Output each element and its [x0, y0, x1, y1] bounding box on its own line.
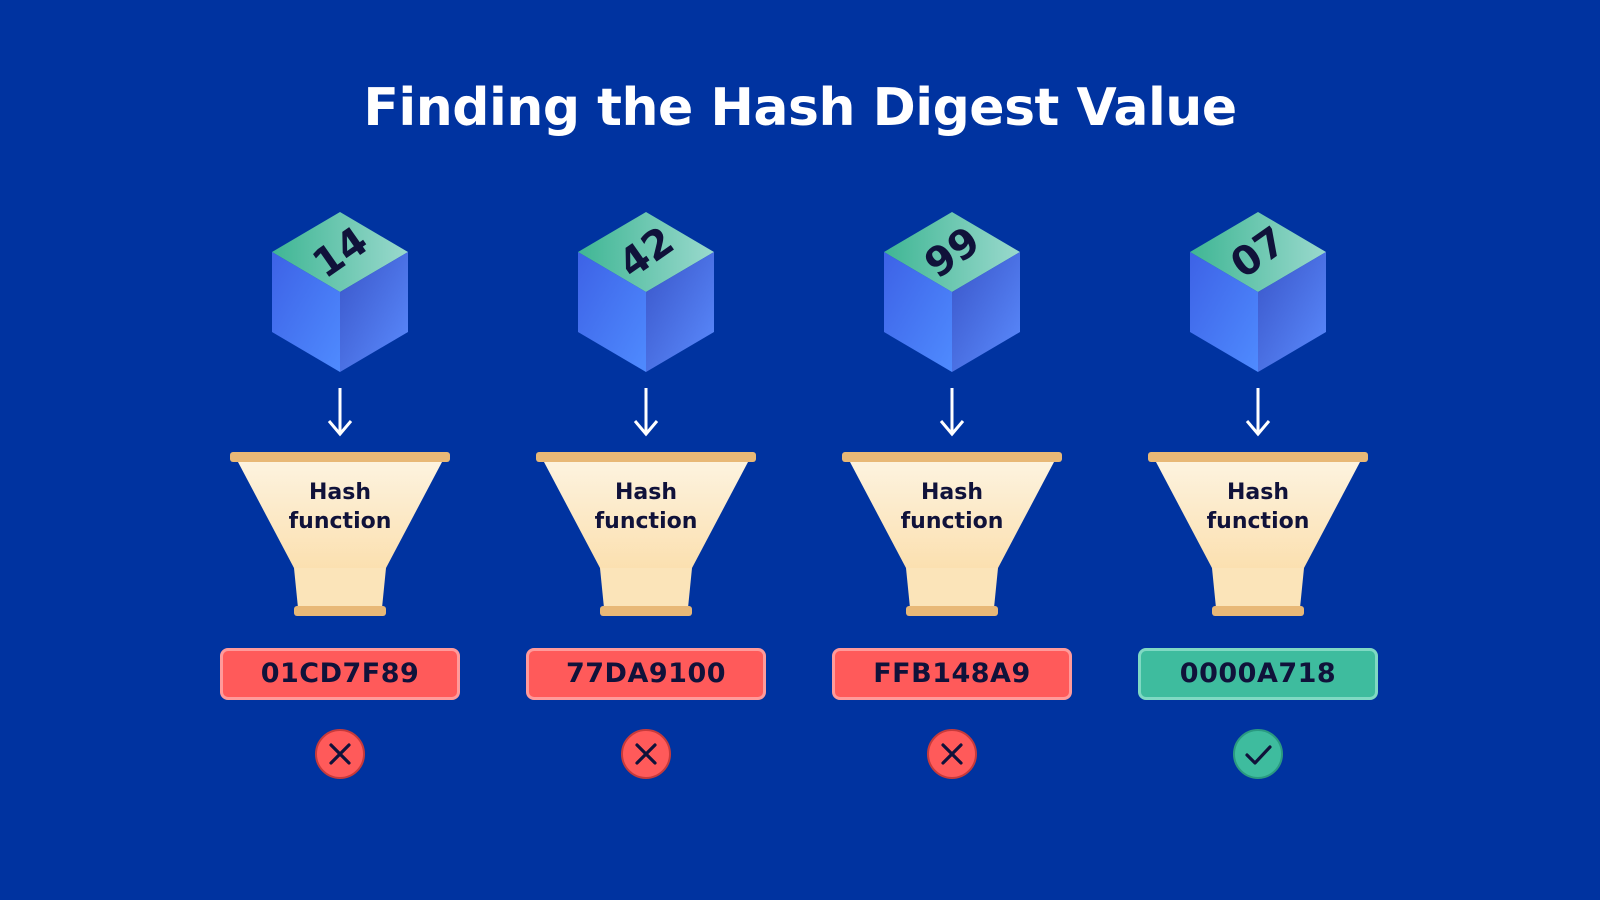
hash-function-label: Hash function	[882, 478, 1022, 536]
hash-function-label-line1: Hash	[920, 480, 983, 505]
funnel-icon	[1148, 452, 1368, 616]
hash-function-label-line2: function	[288, 509, 392, 534]
hash-function-label: Hash function	[270, 478, 410, 536]
hash-function-label-line2: function	[594, 509, 698, 534]
hash-attempt-column: 42 Hash function 77DA9100	[516, 200, 776, 800]
arrow-down-icon	[633, 388, 659, 437]
hash-function-label: Hash function	[576, 478, 716, 536]
hash-attempt-column: 99 Hash function FFB148A9	[822, 200, 1082, 800]
digest-value-invalid: 01CD7F89	[220, 648, 460, 700]
digest-value-valid: 0000A718	[1138, 648, 1378, 700]
hash-function-label-line1: Hash	[308, 480, 371, 505]
block-cube-icon: 14	[272, 212, 408, 372]
funnel-icon	[536, 452, 756, 616]
hash-function-label-line2: function	[900, 509, 1004, 534]
x-icon	[927, 729, 977, 779]
hash-function-label-line2: function	[1206, 509, 1310, 534]
block-cube-icon: 42	[578, 212, 714, 372]
arrow-down-icon	[327, 388, 353, 437]
x-icon	[621, 729, 671, 779]
arrow-down-icon	[939, 388, 965, 437]
block-cube-icon: 99	[884, 212, 1020, 372]
block-cube-icon: 07	[1190, 212, 1326, 372]
digest-value-invalid: 77DA9100	[526, 648, 766, 700]
check-icon	[1233, 729, 1283, 779]
hash-function-label-line1: Hash	[614, 480, 677, 505]
arrow-down-icon	[1245, 388, 1271, 437]
hash-attempt-column: 14 Hash function 01CD7F89	[210, 200, 470, 800]
diagram-title: Finding the Hash Digest Value	[363, 78, 1237, 138]
funnel-icon	[230, 452, 450, 616]
funnel-icon	[842, 452, 1062, 616]
digest-value-invalid: FFB148A9	[832, 648, 1072, 700]
hash-function-label: Hash function	[1188, 478, 1328, 536]
x-icon	[315, 729, 365, 779]
hash-attempt-column: 07 Hash function 0000A718	[1128, 200, 1388, 800]
hash-function-label-line1: Hash	[1226, 480, 1289, 505]
